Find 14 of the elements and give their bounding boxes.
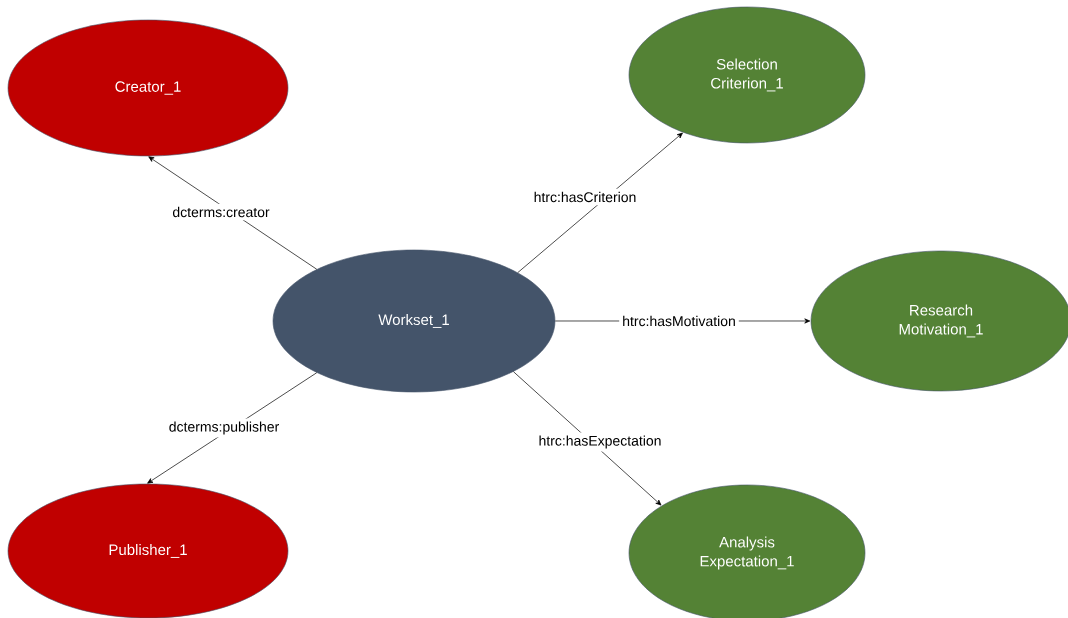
edge-label: htrc:hasExpectation [535,432,665,452]
ellipse-node: Creator_1 [7,19,289,157]
ellipse-node: Workset_1 [272,249,556,393]
edge-label: dcterms:creator [169,203,273,221]
edge-label: htrc:hasMotivation [619,312,739,330]
edge-label: dcterms:publisher [165,418,283,438]
ellipse-node: Analysis Expectation_1 [628,484,866,618]
arrow [148,156,318,270]
arrow [517,132,683,273]
ellipse-node: Publisher_1 [7,483,289,618]
ellipse-node: Research Motivation_1 [810,250,1068,392]
edge-label: htrc:hasCriterion [530,188,640,206]
arrow [513,371,662,506]
ellipse-node: Selection Criterion_1 [628,6,866,144]
